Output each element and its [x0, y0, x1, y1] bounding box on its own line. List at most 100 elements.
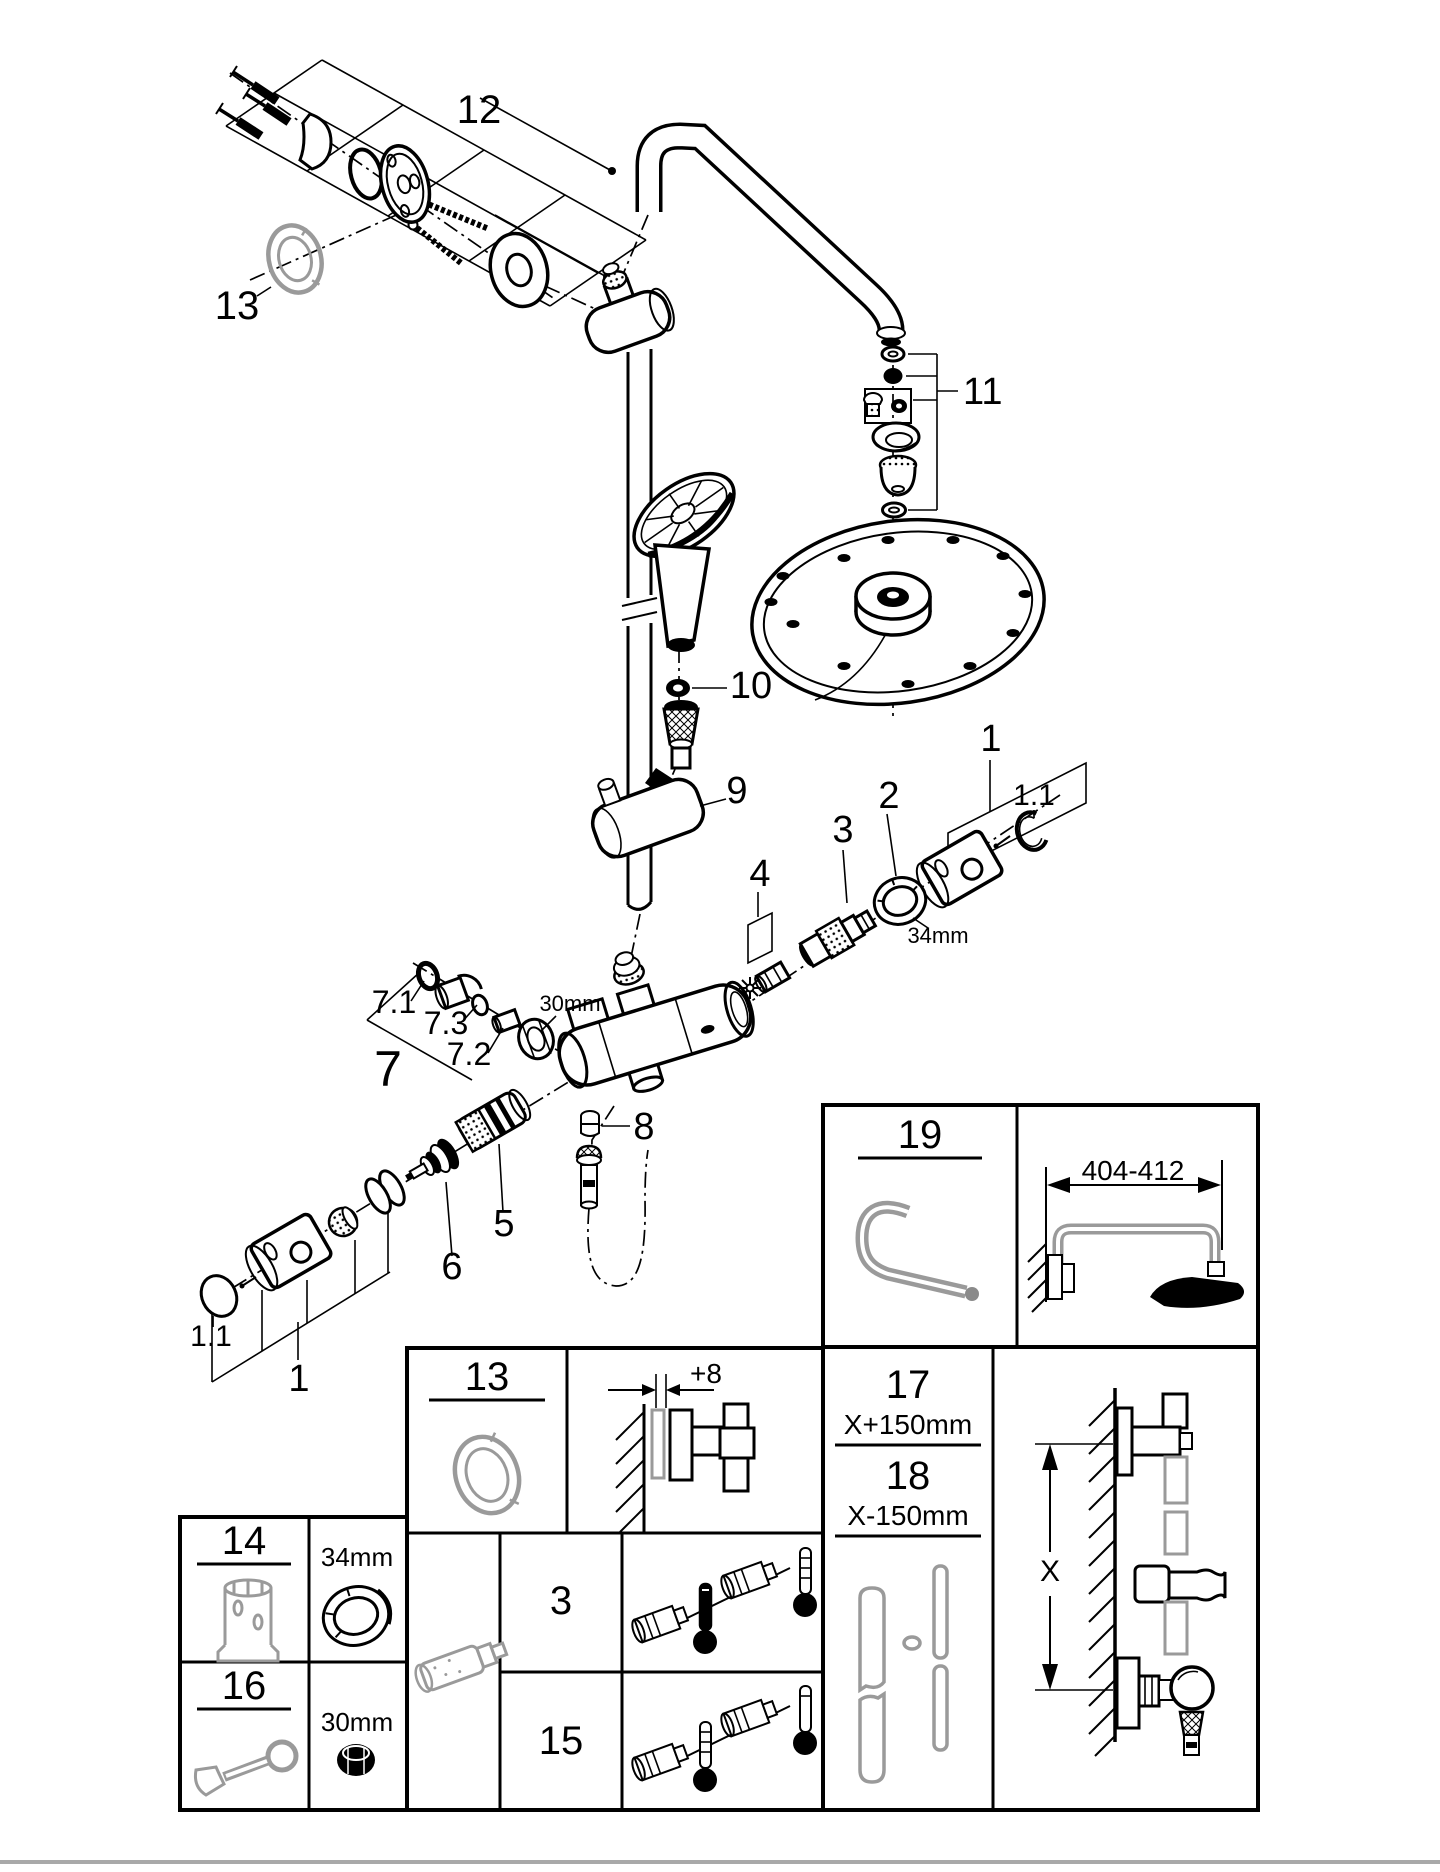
left-exploded-row: 5 6 1 1.1	[190, 1088, 532, 1400]
dim-34mm: 34mm	[907, 923, 968, 948]
table-dim-34mm: 34mm	[321, 1542, 393, 1572]
callout-4: 4	[749, 853, 770, 895]
mount-bracket-shell	[298, 112, 333, 171]
swivel-ring	[871, 421, 921, 453]
o-ring	[880, 345, 906, 363]
callout-1: 1	[980, 718, 1001, 760]
dim-rail-x: X	[1040, 1555, 1060, 1588]
callout-6-leader	[445, 1181, 453, 1257]
glide-element-1-left	[244, 1212, 333, 1292]
table-box-14: 14	[197, 1519, 291, 1663]
thermostat-body	[557, 951, 755, 1093]
table-box-wall-offset: +8	[608, 1358, 756, 1533]
wall-mount-group: 12 13	[215, 59, 647, 328]
handle-end-cap	[667, 638, 695, 652]
callout-7-3: 7.3	[424, 1005, 468, 1041]
callout-12: 12	[457, 88, 502, 132]
thermo-swap-row-15	[631, 1685, 817, 1792]
aquadimmer-5	[454, 1088, 532, 1154]
thermo-swap-row-3	[631, 1547, 817, 1654]
filter-washer-4	[739, 911, 792, 999]
callout-5: 5	[493, 1203, 514, 1245]
callout-5-leader	[498, 1143, 504, 1213]
hand-shower-group: 10 9	[590, 471, 772, 859]
callout-7-leaders	[366, 971, 557, 1081]
callout-1-left: 1	[288, 1358, 309, 1400]
head-shower-disc	[750, 517, 1046, 707]
callout-11-bracket	[906, 353, 958, 511]
arm-connection-stack: 11	[750, 326, 1046, 707]
slider-holder-9	[590, 768, 706, 859]
dim-wall-offset: +8	[690, 1358, 722, 1389]
cover-disc-1-1	[199, 1274, 239, 1318]
hose-nipple-8	[580, 1110, 600, 1137]
table-label-13: 13	[465, 1355, 510, 1399]
dim-30mm: 30mm	[539, 991, 600, 1016]
glide-element-1	[915, 829, 1004, 909]
table-box-16: 16	[194, 1664, 299, 1797]
spare-parts-table: 19 404-412 17 X+150mm 18 X-150mm	[178, 1103, 1260, 1812]
glide-screw	[993, 835, 1011, 849]
table-label-17: 17	[886, 1363, 931, 1407]
callout-3: 3	[832, 809, 853, 851]
callout-6: 6	[441, 1246, 462, 1288]
callout-7-2: 7.2	[447, 1036, 491, 1072]
callout-8: 8	[633, 1106, 654, 1148]
hose-strainer	[575, 1144, 603, 1210]
table-label-3: 3	[550, 1579, 572, 1623]
circlip-1-1	[1014, 810, 1049, 852]
callout-10: 10	[730, 665, 772, 707]
callout-9-leader	[699, 798, 727, 807]
table-label-16: 16	[222, 1664, 267, 1708]
escutcheon-ring	[488, 231, 550, 309]
callout-1-1-left: 1.1	[190, 1320, 232, 1353]
table-label-14: 14	[222, 1519, 267, 1563]
table-box-13: 13	[429, 1355, 545, 1516]
exploded-lattice-lines	[225, 59, 647, 307]
dim-arm-reach: 404-412	[1082, 1155, 1185, 1186]
callout-13-leader	[256, 286, 272, 297]
wall-flange	[378, 144, 432, 224]
table-box-rail-x: X	[1035, 1388, 1227, 1757]
wall-screws	[215, 65, 491, 266]
table-dim-30mm: 30mm	[321, 1707, 393, 1737]
glide-screw-left	[239, 1276, 257, 1289]
callout-1L-bracket	[211, 1212, 391, 1383]
riser-and-arm	[584, 122, 905, 911]
o-ring	[881, 501, 907, 519]
table-box-rail-cut: 17 X+150mm 18 X-150mm	[835, 1363, 981, 1784]
table-label-19: 19	[898, 1113, 943, 1157]
callout-7: 7	[374, 1041, 402, 1097]
knurled-cap	[327, 1206, 359, 1238]
callout-2-leader	[886, 813, 897, 877]
union-elbow-parts-7	[415, 960, 555, 1061]
table-box-34mm: 34mm	[321, 1542, 393, 1647]
table-box-30mm: 30mm	[321, 1707, 393, 1776]
ball-joint-nut	[878, 454, 918, 497]
table-label-18: 18	[886, 1454, 931, 1498]
page-bottom-rule	[0, 1860, 1440, 1864]
hose-cone-nut	[662, 700, 700, 770]
cartridge-6	[405, 1138, 460, 1181]
wall-union-tee	[584, 262, 675, 355]
pipe-reference-dot	[608, 167, 616, 175]
shower-arm-outline	[635, 122, 905, 332]
callout-11: 11	[963, 371, 1002, 413]
thermostat-group: 7.1 7.3 7.2 7 30mm 8	[366, 951, 755, 1210]
stop-collar	[364, 1169, 406, 1215]
table-cartridge-gray	[414, 1641, 509, 1693]
callout-3-leader	[842, 849, 848, 904]
disc-hub	[854, 571, 932, 637]
shower-arm-inner	[639, 125, 901, 331]
callout-7-1: 7.1	[372, 984, 416, 1020]
right-exploded-row: 4 3 2 34mm 1 1.1	[739, 718, 1087, 999]
callout-9: 9	[726, 770, 747, 812]
callout-13: 13	[215, 284, 260, 328]
flow-restrictor	[862, 392, 907, 417]
table-box-arm-reach: 404-412	[1027, 1155, 1245, 1313]
check-ball	[883, 368, 903, 384]
spare-ring-13-gray	[266, 223, 324, 295]
dim-rail-minus: X-150mm	[847, 1500, 968, 1531]
